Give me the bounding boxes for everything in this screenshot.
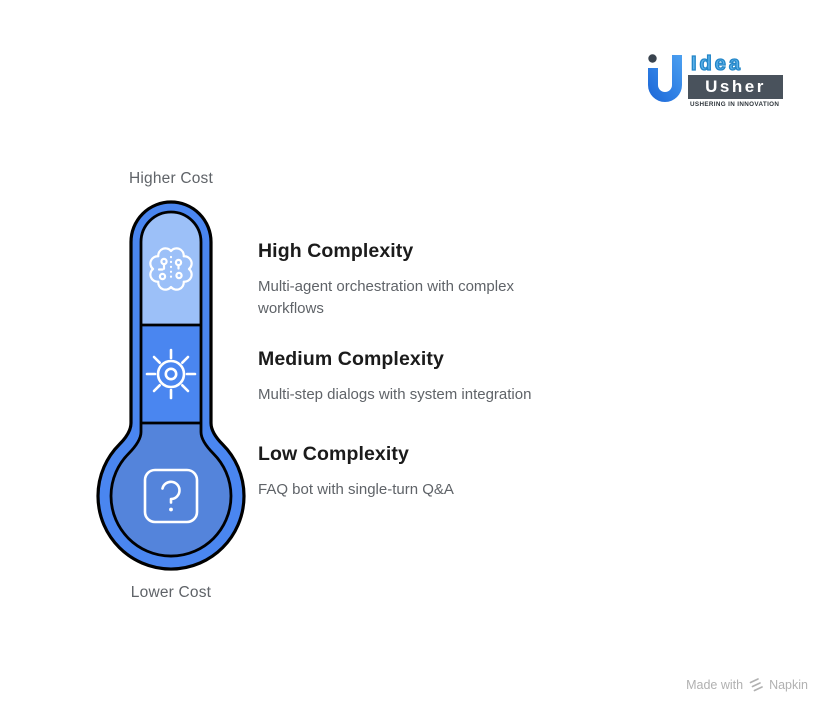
- napkin-icon: [749, 678, 763, 692]
- thermometer-inner-outline: [109, 210, 233, 558]
- level-description: Multi-step dialogs with system integrati…: [258, 386, 532, 403]
- made-with-napkin: Made with Napkin: [686, 677, 808, 692]
- question-mark-icon: [143, 468, 199, 524]
- lower-cost-label: Lower Cost: [130, 584, 212, 601]
- level-title: High Complexity: [258, 240, 414, 262]
- thermometer-diagram: [96, 200, 246, 571]
- ai-brain-icon: [149, 247, 193, 291]
- level-title: Medium Complexity: [258, 348, 444, 370]
- level-low-complexity: Low Complexity FAQ bot with single-turn …: [258, 443, 578, 501]
- napkin-brand-text: Napkin: [769, 677, 808, 692]
- higher-cost-label: Higher Cost: [128, 170, 214, 187]
- level-description: Multi-agent orchestration with complex w…: [258, 278, 514, 317]
- logo-idea-text: Idea: [690, 53, 744, 75]
- level-high-complexity: High Complexity Multi-agent orchestratio…: [258, 240, 548, 319]
- made-with-text: Made with: [686, 677, 744, 692]
- section-high-complexity: [111, 212, 232, 325]
- idea-usher-logo: Idea Usher USHERING IN INNOVATION: [648, 53, 783, 108]
- logo-mark-icon: [648, 54, 682, 102]
- sun-gear-icon: [145, 348, 197, 400]
- logo-tagline: USHERING IN INNOVATION: [690, 101, 780, 108]
- logo-usher-badge: Usher: [688, 75, 783, 99]
- level-title: Low Complexity: [258, 443, 409, 465]
- section-medium-complexity: [111, 325, 232, 423]
- level-medium-complexity: Medium Complexity Multi-step dialogs wit…: [258, 348, 578, 406]
- level-description: FAQ bot with single-turn Q&A: [258, 481, 454, 498]
